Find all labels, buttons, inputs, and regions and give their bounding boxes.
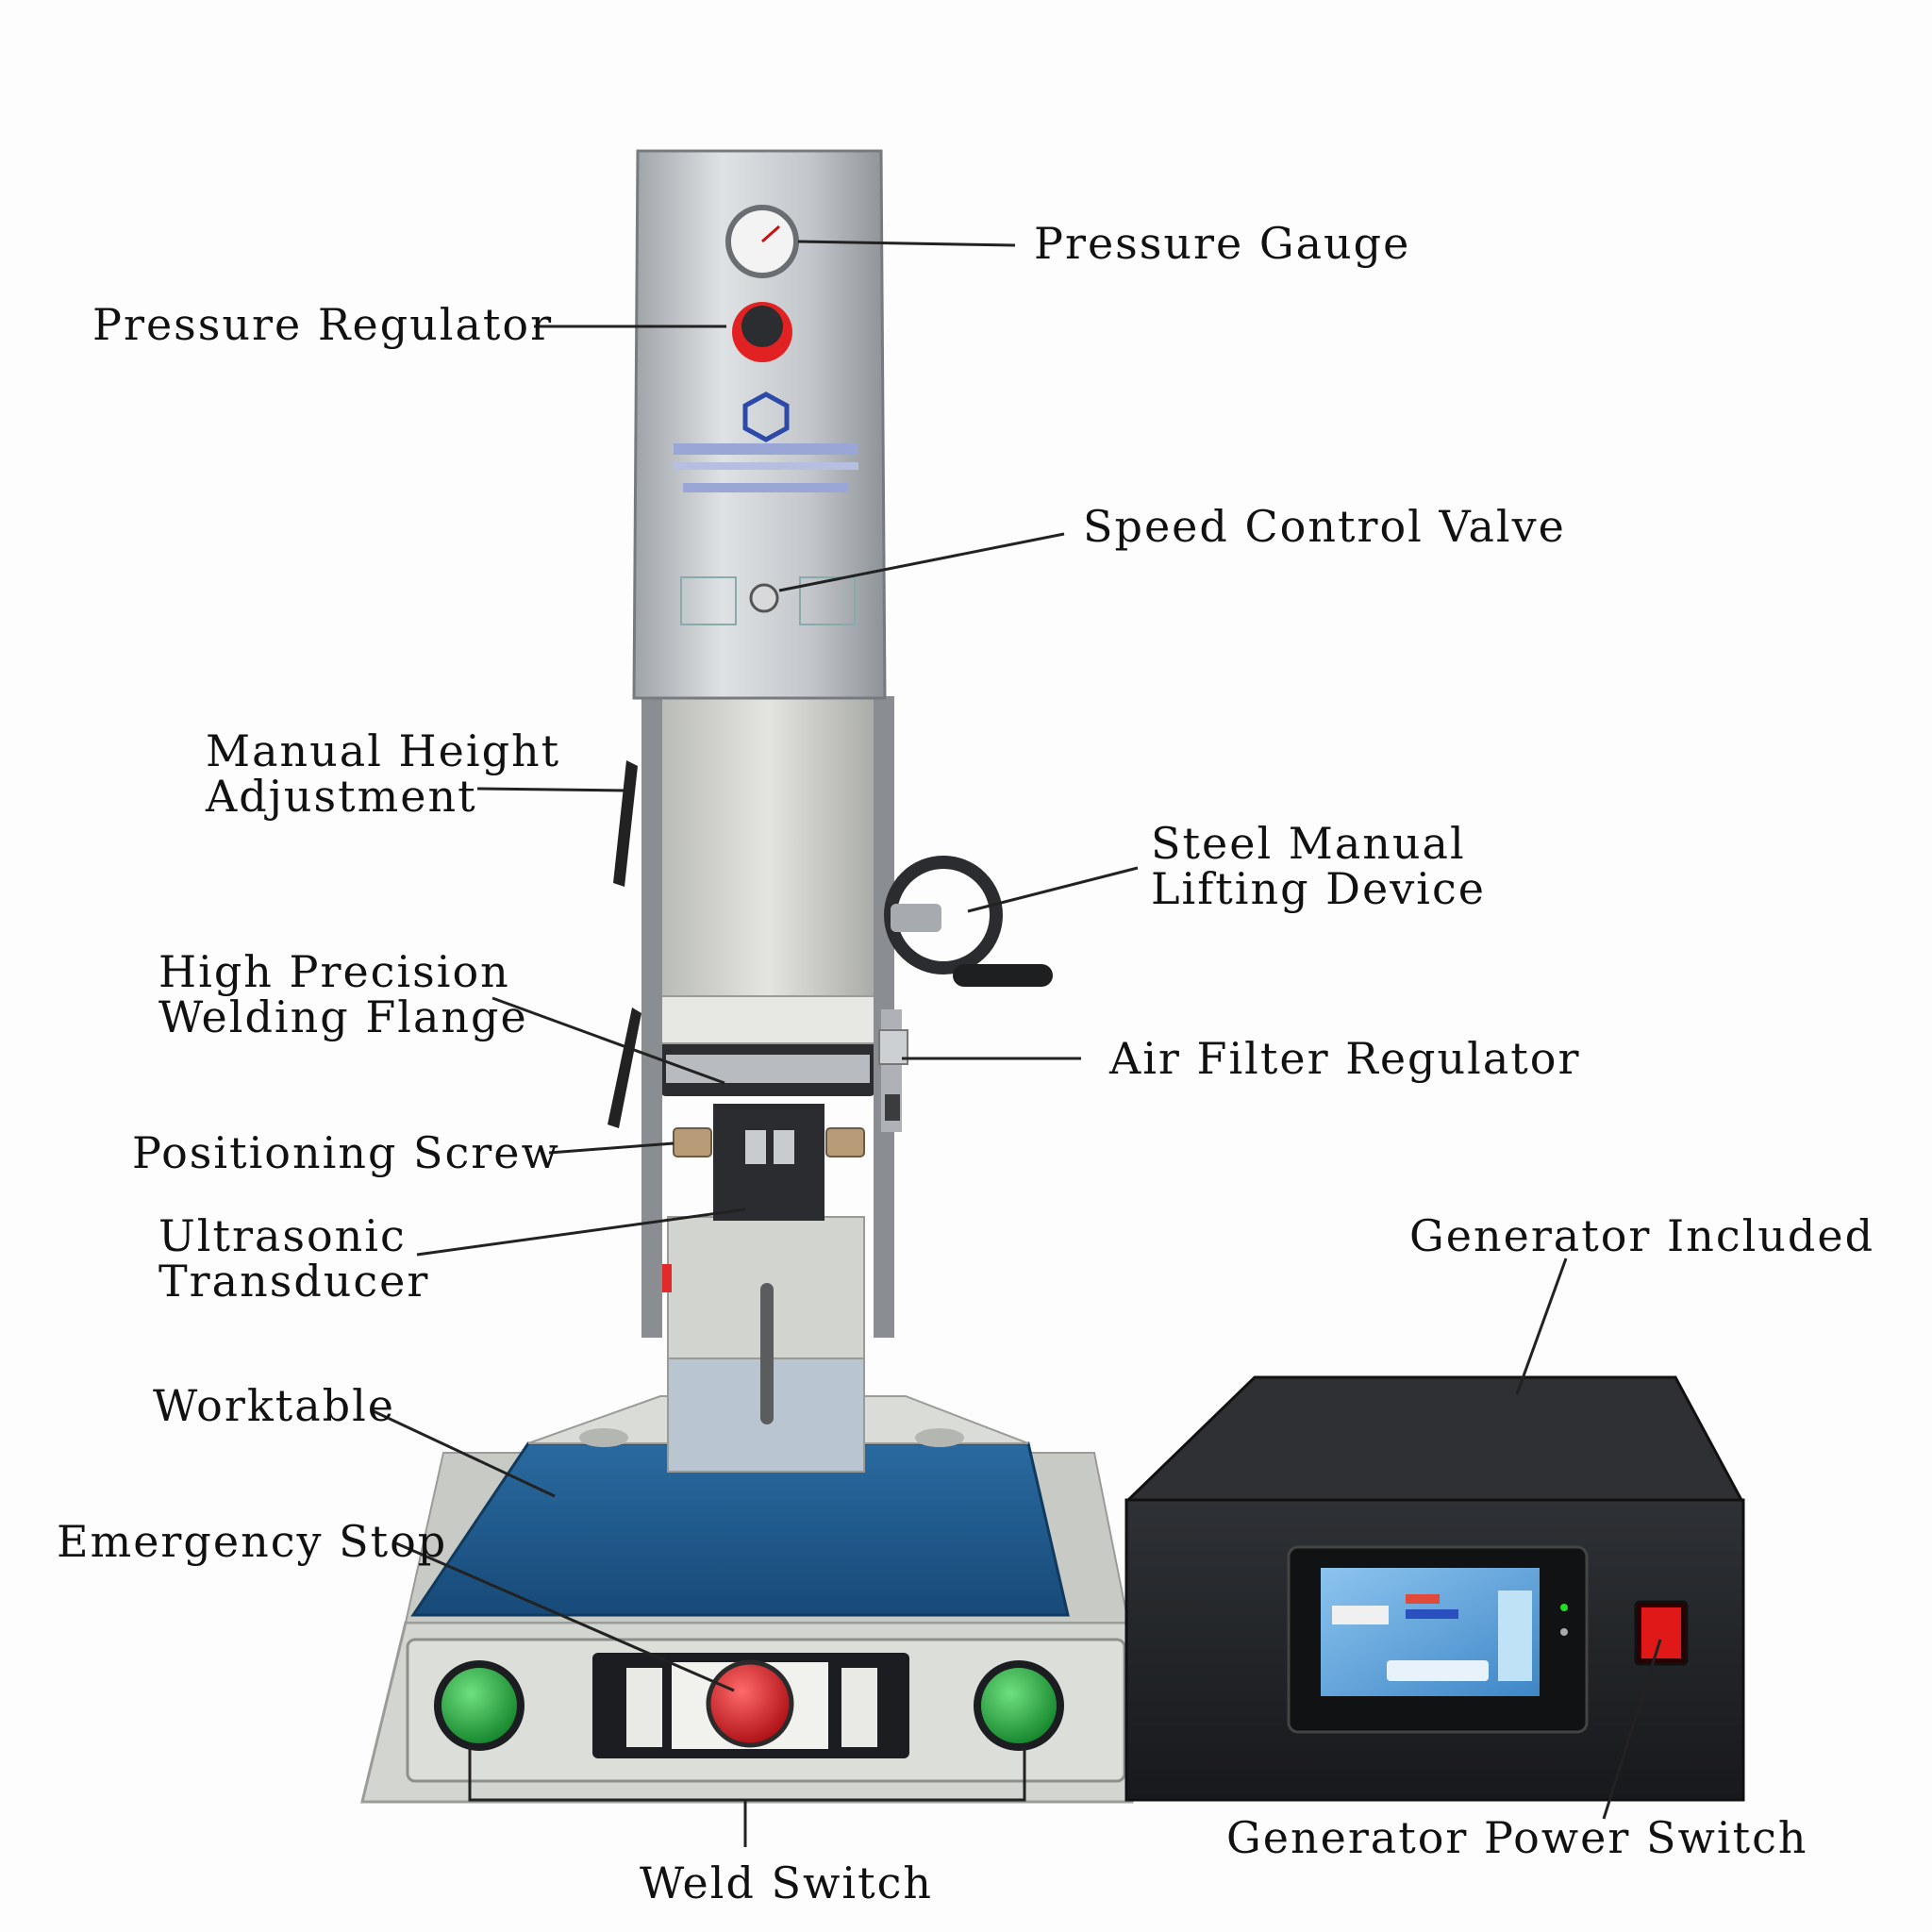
weld-button-left bbox=[434, 1660, 525, 1751]
leader-pressure-gauge bbox=[797, 240, 1016, 247]
leader-manual-height bbox=[476, 787, 627, 792]
label-emergency-stop: Emergency Stop bbox=[57, 1516, 448, 1567]
label-speed-control-valve: Speed Control Valve bbox=[1083, 501, 1566, 552]
ultrasonic-welder bbox=[360, 149, 1134, 1804]
weld-button-right bbox=[974, 1660, 1064, 1751]
leader-worktable bbox=[373, 1409, 556, 1498]
emergency-stop-button bbox=[706, 1659, 794, 1748]
leader-generator-switch bbox=[1602, 1639, 1662, 1820]
leader-lines bbox=[373, 240, 1662, 1847]
steel-column bbox=[632, 149, 887, 700]
label-ultrasonic-transducer: Ultrasonic Transducer bbox=[158, 1210, 430, 1307]
label-generator-included: Generator Included bbox=[1409, 1210, 1875, 1261]
label-pressure-regulator: Pressure Regulator bbox=[92, 299, 554, 350]
label-air-filter-regulator: Air Filter Regulator bbox=[1109, 1033, 1581, 1084]
leader-speed-control-valve bbox=[778, 532, 1065, 592]
leader-ultrasonic-transducer bbox=[416, 1208, 746, 1257]
label-pressure-gauge: Pressure Gauge bbox=[1034, 218, 1411, 269]
leader-weld-switch bbox=[468, 1747, 1026, 1802]
leader-steel-lifting bbox=[967, 866, 1139, 913]
ultrasonic-generator bbox=[1124, 1375, 1745, 1802]
label-weld-switch: Weld Switch bbox=[640, 1857, 934, 1908]
leader-generator-included bbox=[1515, 1257, 1568, 1395]
label-steel-manual-lifting-device: Steel Manual Lifting Device bbox=[1151, 818, 1486, 914]
label-high-precision-welding-flange: High Precision Welding Flange bbox=[158, 946, 528, 1042]
label-generator-power-switch: Generator Power Switch bbox=[1226, 1812, 1808, 1863]
leader-positioning-screw bbox=[548, 1141, 675, 1155]
leader-emergency-stop bbox=[395, 1541, 735, 1692]
label-worktable: Worktable bbox=[153, 1380, 396, 1431]
leader-welding-flange bbox=[491, 996, 725, 1085]
label-manual-height-adjustment: Manual Height Adjustment bbox=[206, 725, 561, 822]
label-positioning-screw: Positioning Screw bbox=[132, 1127, 560, 1178]
